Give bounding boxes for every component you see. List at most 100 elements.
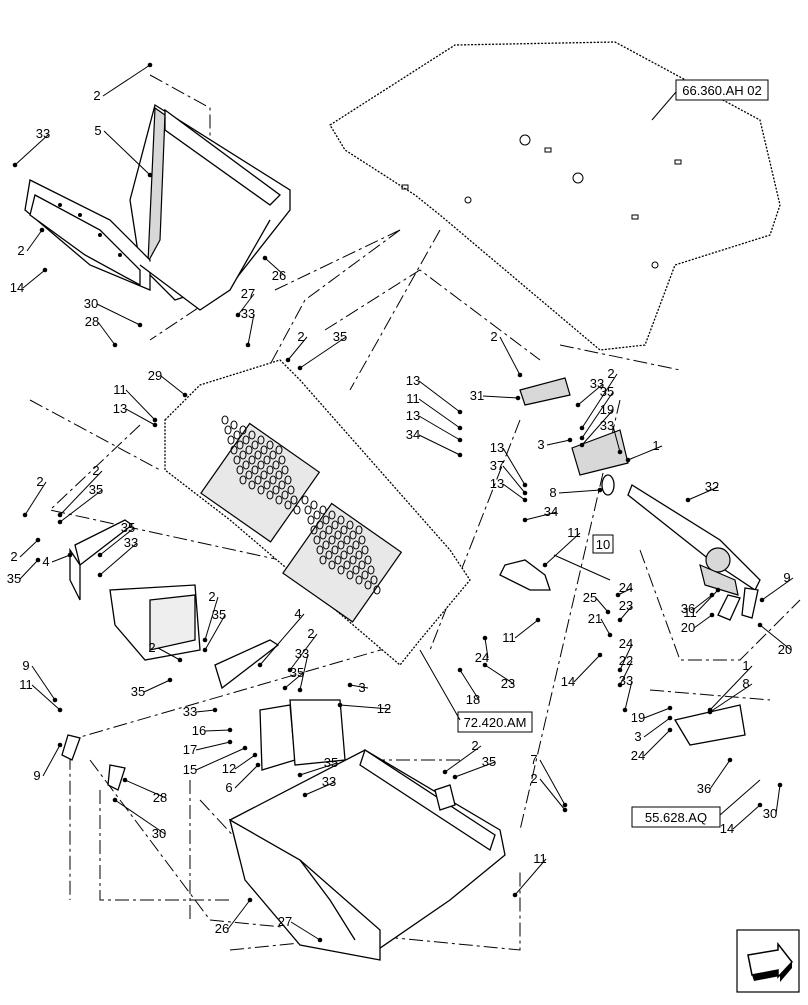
callout-label: 2	[607, 366, 614, 381]
callout-label: 14	[561, 674, 575, 689]
callout-label: 19	[600, 402, 614, 417]
callout-label: 2	[92, 463, 99, 478]
screen-hole	[284, 475, 292, 485]
callout-label: 24	[619, 636, 633, 651]
callout-label: 36	[681, 601, 695, 616]
screen-hole	[266, 440, 274, 450]
callout-label: 29	[148, 368, 162, 383]
callout-label: 13	[490, 476, 504, 491]
screen-hole	[301, 495, 309, 505]
callout-label: 11	[683, 605, 697, 620]
screen-hole	[239, 450, 247, 460]
screen-hole	[284, 500, 292, 510]
callout-label: 1	[652, 438, 659, 453]
screen-hole	[355, 525, 363, 535]
leader-line	[558, 489, 601, 494]
leader-line	[227, 899, 251, 930]
leader-line	[539, 778, 566, 811]
leader-line	[247, 313, 255, 346]
screen-hole	[328, 560, 336, 570]
leader-line	[693, 594, 713, 610]
screen-hole	[343, 560, 351, 570]
screen-hole	[349, 555, 357, 565]
callout-label: 14	[720, 821, 734, 836]
leader-line	[19, 559, 39, 580]
leader-line	[99, 542, 138, 576]
leader-line	[22, 269, 46, 289]
leader-line	[339, 704, 391, 710]
callout-label: 27	[241, 286, 255, 301]
screen-hole	[293, 505, 301, 515]
callout-label: 33	[600, 418, 614, 433]
lower-frame-assembly	[228, 748, 506, 961]
callout-label: 19	[631, 710, 645, 725]
screen-hole	[361, 570, 369, 580]
leader-line	[204, 729, 231, 732]
screen-hole	[287, 485, 295, 495]
callout-label: 11	[567, 525, 581, 540]
ref-55628AQ-label: 55.628.AQ	[645, 810, 707, 825]
screen-hole	[272, 485, 280, 495]
leader-line	[290, 921, 321, 941]
screen-hole	[319, 530, 327, 540]
ref-box-66360AH02[interactable]: 66.360.AH 02	[675, 79, 769, 101]
leader-line	[444, 745, 482, 773]
top-cover-panel	[329, 41, 781, 351]
leader-line	[59, 489, 103, 523]
ref-box-55628AQ[interactable]: 55.628.AQ	[631, 806, 721, 828]
screen-hole	[322, 515, 330, 525]
leader-line	[619, 643, 633, 671]
callout-label: 33	[36, 126, 50, 141]
callout-label: 34	[406, 427, 420, 442]
screen-hole	[352, 540, 360, 550]
callout-label: 11	[19, 677, 33, 692]
leader-line	[514, 858, 547, 896]
screen-hole	[367, 565, 375, 575]
callout-label: 11	[406, 391, 420, 406]
screen-hole	[340, 525, 348, 535]
leader-line	[234, 754, 256, 770]
leader-line	[619, 605, 633, 621]
callout-label: 14	[10, 280, 24, 295]
screen-hole	[254, 475, 262, 485]
screen-hole	[373, 585, 381, 595]
leader-line	[693, 614, 713, 629]
screen-hole	[233, 455, 241, 465]
callout-label: 36	[697, 781, 711, 796]
callout-label: 24	[619, 580, 633, 595]
leader-line	[418, 380, 461, 413]
screen-hole	[278, 455, 286, 465]
screen-hole	[346, 545, 354, 555]
callout-label: 2	[530, 771, 537, 786]
screen-hole	[290, 495, 298, 505]
leader-line	[304, 781, 336, 796]
screen-hole	[310, 500, 318, 510]
screen-hole	[263, 455, 271, 465]
leader-line	[19, 539, 39, 558]
ref-box-10[interactable]: 10	[592, 534, 614, 554]
leader-line	[709, 759, 731, 790]
callout-label: 9	[33, 768, 40, 783]
leader-line	[581, 373, 618, 429]
screen-hole	[319, 505, 327, 515]
screen-hole	[313, 510, 321, 520]
callout-label: 35	[7, 571, 21, 586]
leader-line	[59, 470, 103, 516]
leader-line	[349, 684, 369, 689]
ref-box-72420AM[interactable]: 72.420.AM	[457, 711, 533, 733]
navigation-arrow-icon[interactable]	[736, 929, 800, 993]
leader-line	[514, 619, 539, 639]
callout-label: 17	[183, 742, 197, 757]
leader-line	[31, 684, 61, 711]
callout-label: 13	[490, 440, 504, 455]
upper-frame-assembly	[24, 103, 291, 311]
callout-label: 4	[294, 606, 301, 621]
screen-hole	[343, 535, 351, 545]
leader-line	[484, 664, 515, 685]
callout-label: 28	[85, 314, 99, 329]
leader-line	[732, 804, 761, 830]
ref-72420AM-label: 72.420.AM	[464, 715, 527, 730]
leader-line	[581, 409, 614, 446]
screen-hole	[230, 420, 238, 430]
